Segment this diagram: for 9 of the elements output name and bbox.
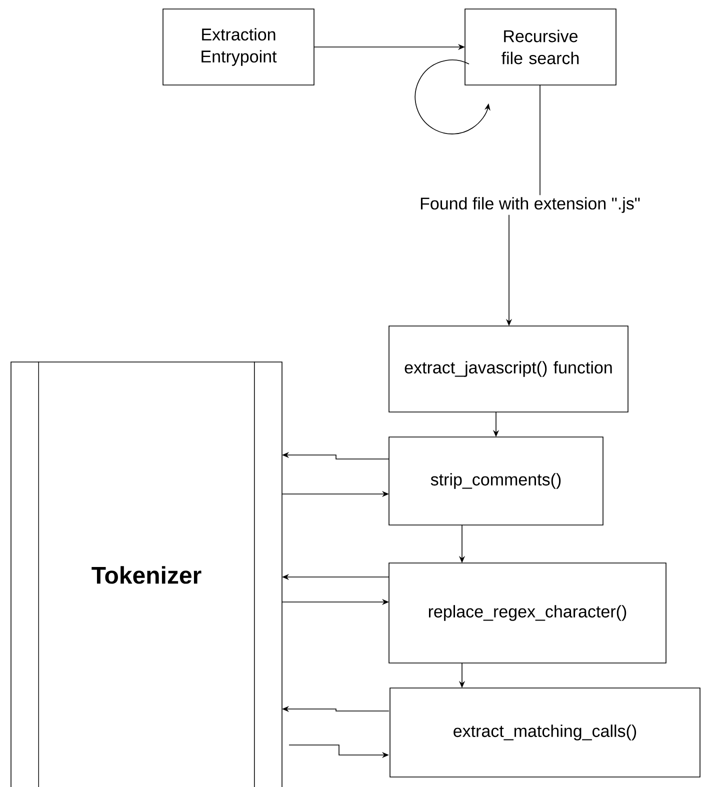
process-box: extract_javascript() function	[388, 326, 628, 412]
process-box: extract_matching_calls()	[390, 688, 700, 778]
tokenizer-box: Tokenizer	[10, 361, 282, 787]
process-box: Recursive file search	[464, 8, 616, 86]
arrow	[414, 60, 490, 134]
process-box: Extraction Entrypoint	[162, 8, 314, 86]
process-box: replace_regex_character()	[388, 562, 666, 664]
process-box: strip_comments()	[388, 436, 604, 526]
edge-label: Found file with extension ".js"	[418, 195, 642, 215]
